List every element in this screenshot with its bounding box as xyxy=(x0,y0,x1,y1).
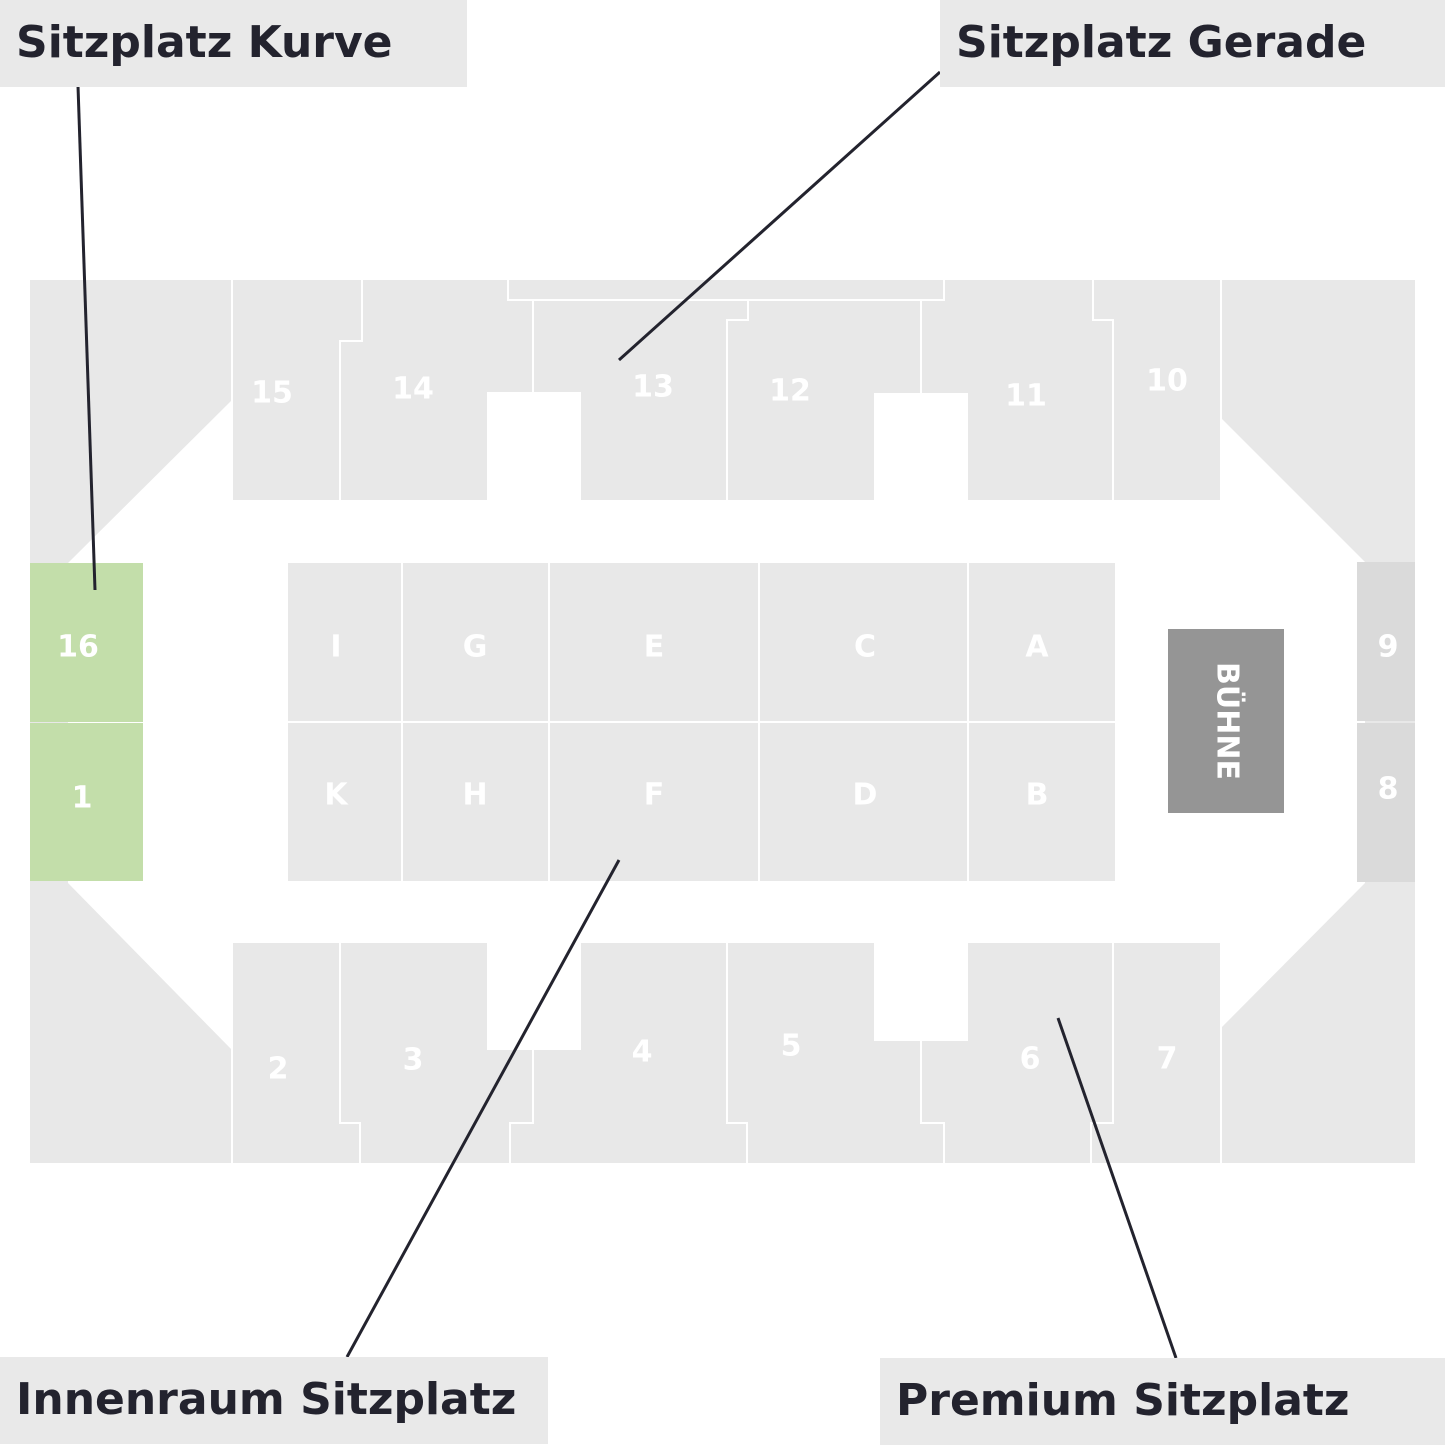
label-premium-sitzplatz: Premium Sitzplatz xyxy=(880,1358,1445,1445)
section-label: 13 xyxy=(632,370,674,405)
block-label: D xyxy=(853,778,878,813)
label-sitzplatz-kurve: Sitzplatz Kurve xyxy=(0,0,467,87)
section-label: 16 xyxy=(57,630,99,665)
floor-area xyxy=(288,563,1115,881)
section-label: 10 xyxy=(1146,364,1188,399)
section-label: 14 xyxy=(392,372,434,407)
section-label: 4 xyxy=(632,1035,653,1070)
section-16[interactable] xyxy=(30,563,143,722)
block-label: C xyxy=(854,630,876,665)
block-label: A xyxy=(1025,630,1049,665)
section-label: 6 xyxy=(1020,1042,1041,1077)
label-sitzplatz-gerade: Sitzplatz Gerade xyxy=(940,0,1445,87)
section-label: 8 xyxy=(1378,772,1399,807)
section-label: 2 xyxy=(268,1052,289,1087)
leader-lines xyxy=(76,70,1178,1359)
section-label: 15 xyxy=(251,376,293,411)
section-label: 9 xyxy=(1378,630,1399,665)
block-label: E xyxy=(644,630,665,665)
block-label: B xyxy=(1026,778,1049,813)
section-label: 7 xyxy=(1157,1042,1178,1077)
label-innenraum-sitzplatz: Innenraum Sitzplatz xyxy=(0,1357,548,1444)
stage xyxy=(1168,629,1284,813)
section-8[interactable] xyxy=(1357,723,1415,882)
block-label: K xyxy=(324,778,349,813)
section-9[interactable] xyxy=(1357,562,1415,721)
section-label: 12 xyxy=(769,374,811,409)
block-label: I xyxy=(330,630,341,665)
block-label: H xyxy=(462,778,487,813)
section-1[interactable] xyxy=(30,723,143,881)
block-label: G xyxy=(463,630,488,665)
section-label: 5 xyxy=(781,1029,802,1064)
block-label: F xyxy=(644,778,665,813)
section-dividers xyxy=(231,280,1222,1163)
section-label: 3 xyxy=(403,1043,424,1078)
section-label: 11 xyxy=(1005,379,1047,414)
section-label: 1 xyxy=(72,781,93,816)
stage-label: BÜHNE xyxy=(1210,662,1247,780)
